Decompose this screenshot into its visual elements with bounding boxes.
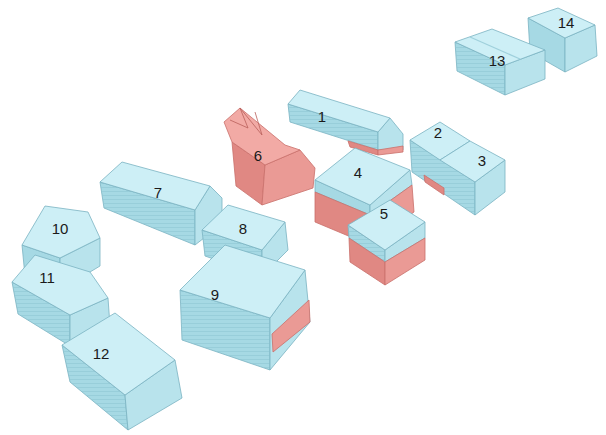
building-5 (348, 200, 425, 285)
building-13 (455, 29, 545, 95)
callout-number: 11 (39, 270, 55, 285)
callout-number: 8 (239, 221, 247, 236)
callout-number: 4 (354, 165, 362, 180)
building-6 (224, 108, 315, 205)
callout-number: 5 (380, 206, 388, 221)
building-2-3 (410, 122, 505, 215)
callout-number: 10 (52, 221, 69, 236)
building-1 (288, 90, 403, 155)
building-12 (62, 313, 182, 430)
callout-number: 14 (558, 15, 575, 30)
callout-number: 7 (154, 185, 162, 200)
callout-number: 13 (489, 53, 506, 68)
callout-number: 12 (93, 346, 110, 361)
callout-number: 3 (478, 153, 486, 168)
callout-number: 9 (211, 287, 219, 302)
callout-number: 6 (254, 148, 262, 163)
callout-number: 2 (434, 125, 442, 140)
callout-number: 1 (318, 109, 326, 124)
building-9 (180, 245, 310, 370)
